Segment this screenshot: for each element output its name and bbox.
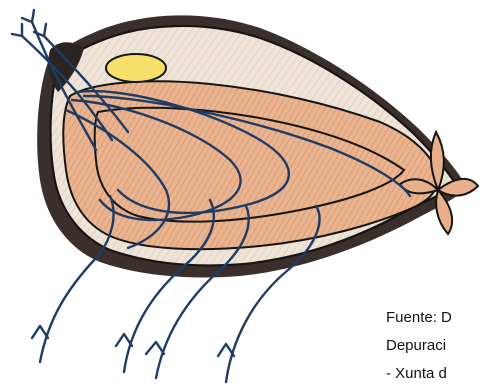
arrowhead-out-2: [12, 24, 22, 36]
arrowhead-out-1: [22, 10, 34, 22]
arrowhead-in-4: [218, 344, 234, 356]
arrowhead-in-3: [146, 342, 164, 354]
caption-line-2: Depuraci: [386, 332, 488, 360]
caption-line-1: Fuente: D: [386, 304, 488, 332]
source-caption: Fuente: D Depuraci - Xunta d: [386, 304, 488, 388]
arrowhead-in-2: [116, 334, 132, 346]
gonad-blob: [106, 54, 166, 82]
arrowhead-in-1: [32, 326, 48, 338]
caption-line-3: - Xunta d: [386, 360, 488, 388]
